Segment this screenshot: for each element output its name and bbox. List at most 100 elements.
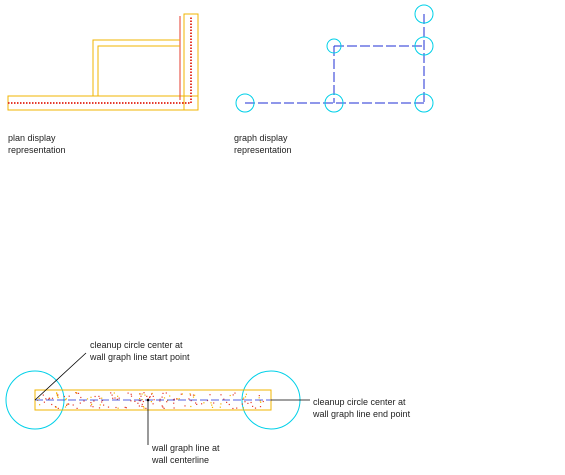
hatch-speckle bbox=[244, 396, 247, 398]
hatch-speckle bbox=[48, 397, 50, 399]
hatch-speckle bbox=[139, 393, 141, 395]
hatch-speckle bbox=[152, 403, 154, 405]
hatch-speckle bbox=[150, 401, 152, 403]
hatch-speckle bbox=[110, 392, 112, 394]
hatch-speckle bbox=[144, 394, 146, 396]
hatch-speckle bbox=[99, 397, 101, 399]
hatch-speckle bbox=[226, 401, 228, 403]
hatch-speckle bbox=[220, 403, 222, 405]
hatch-speckle bbox=[232, 394, 234, 396]
hatch-speckle bbox=[143, 392, 145, 394]
plan-wall-hatch bbox=[8, 16, 192, 104]
hatch-speckle bbox=[138, 405, 140, 407]
hatch-speckle bbox=[236, 407, 238, 409]
hatch-speckle bbox=[242, 407, 244, 409]
hatch-speckle bbox=[169, 395, 171, 397]
hatch-speckle bbox=[223, 398, 225, 400]
hatch-speckle bbox=[206, 399, 209, 402]
hatch-speckle bbox=[130, 395, 133, 397]
hatch-speckle bbox=[229, 394, 231, 397]
hatch-speckle bbox=[66, 404, 68, 406]
hatch-speckle bbox=[139, 398, 141, 400]
hatch-speckle bbox=[213, 402, 215, 404]
hatch-speckle bbox=[83, 400, 85, 402]
hatch-speckle bbox=[190, 405, 192, 408]
cleanup-circle-start bbox=[235, 93, 255, 113]
hatch-speckle bbox=[139, 400, 141, 402]
hatch-speckle bbox=[134, 400, 136, 402]
hatch-speckle bbox=[220, 394, 222, 396]
hatch-speckle bbox=[57, 395, 59, 397]
hatch-speckle bbox=[68, 395, 70, 397]
leader-start-point bbox=[34, 352, 87, 401]
hatch-speckle bbox=[55, 406, 57, 408]
hatch-speckle bbox=[98, 407, 101, 409]
hatch-speckle bbox=[192, 396, 195, 398]
hatch-speckle bbox=[166, 401, 168, 403]
leader-arrow-dot bbox=[146, 398, 150, 402]
hatch-speckle bbox=[180, 393, 182, 395]
hatch-speckle bbox=[163, 407, 165, 409]
hatch-speckle bbox=[111, 394, 113, 396]
hatch-speckle bbox=[130, 393, 132, 395]
hatch-speckle bbox=[259, 406, 262, 408]
hatch-speckle bbox=[45, 398, 47, 400]
hatch-speckle bbox=[178, 398, 180, 400]
hatch-speckle bbox=[56, 392, 58, 394]
hatch-speckle bbox=[80, 396, 82, 399]
hatch-speckle bbox=[243, 397, 245, 399]
callout-end-point: cleanup circle center at wall graph line… bbox=[313, 397, 411, 419]
hatch-speckle bbox=[57, 407, 59, 409]
hatch-speckle bbox=[63, 395, 65, 398]
hatch-speckle bbox=[57, 396, 59, 399]
hatch-speckle bbox=[75, 392, 77, 394]
hatch-speckle bbox=[184, 405, 186, 407]
plan-room-outline-inner bbox=[97, 45, 180, 96]
hatch-speckle bbox=[241, 403, 243, 405]
hatch-speckle bbox=[57, 394, 59, 396]
hatch-speckle bbox=[260, 401, 262, 403]
cleanup-circle-bottom-middle bbox=[324, 93, 344, 113]
hatch-speckle bbox=[163, 397, 166, 399]
hatch-speckle bbox=[103, 404, 105, 406]
hatch-speckle bbox=[117, 407, 119, 409]
hatch-speckle bbox=[65, 398, 67, 400]
hatch-speckle bbox=[201, 403, 203, 405]
hatch-speckle bbox=[141, 399, 143, 401]
hatch-speckle bbox=[42, 394, 44, 396]
hatch-speckle bbox=[146, 395, 148, 397]
hatch-speckle bbox=[140, 395, 142, 397]
hatch-speckle bbox=[114, 397, 116, 399]
plan-display-drawing bbox=[7, 13, 199, 111]
hatch-speckle bbox=[258, 397, 260, 399]
hatch-speckle bbox=[149, 396, 151, 398]
hatch-speckle bbox=[159, 400, 161, 402]
hatch-speckle bbox=[91, 403, 93, 405]
cleanup-circle-top-left bbox=[326, 38, 342, 54]
hatch-speckle bbox=[127, 392, 129, 394]
hatch-speckle bbox=[189, 394, 192, 396]
hatch-speckle bbox=[43, 401, 45, 403]
hatch-speckle bbox=[151, 392, 153, 394]
hatch-speckle bbox=[65, 399, 67, 401]
hatch-speckle bbox=[67, 403, 69, 405]
plan-display-caption: plan display representation bbox=[8, 133, 66, 155]
hatch-speckle bbox=[254, 407, 257, 409]
hatch-speckle bbox=[252, 405, 254, 407]
hatch-speckle bbox=[244, 401, 246, 403]
hatch-speckle bbox=[92, 406, 94, 408]
hatch-speckle bbox=[54, 406, 57, 408]
hatch-speckle bbox=[141, 405, 143, 407]
hatch-speckle bbox=[112, 397, 114, 399]
hatch-speckle bbox=[250, 401, 252, 404]
hatch-speckle bbox=[176, 398, 178, 400]
hatch-speckle bbox=[259, 400, 261, 402]
hatch-speckle bbox=[124, 406, 126, 408]
hatch-speckle bbox=[107, 406, 110, 408]
hatch-speckle bbox=[190, 400, 192, 402]
hatch-speckle bbox=[99, 404, 101, 406]
hatch-speckle bbox=[76, 407, 78, 409]
hatch-speckle bbox=[162, 392, 164, 394]
hatch-speckle bbox=[211, 404, 213, 406]
